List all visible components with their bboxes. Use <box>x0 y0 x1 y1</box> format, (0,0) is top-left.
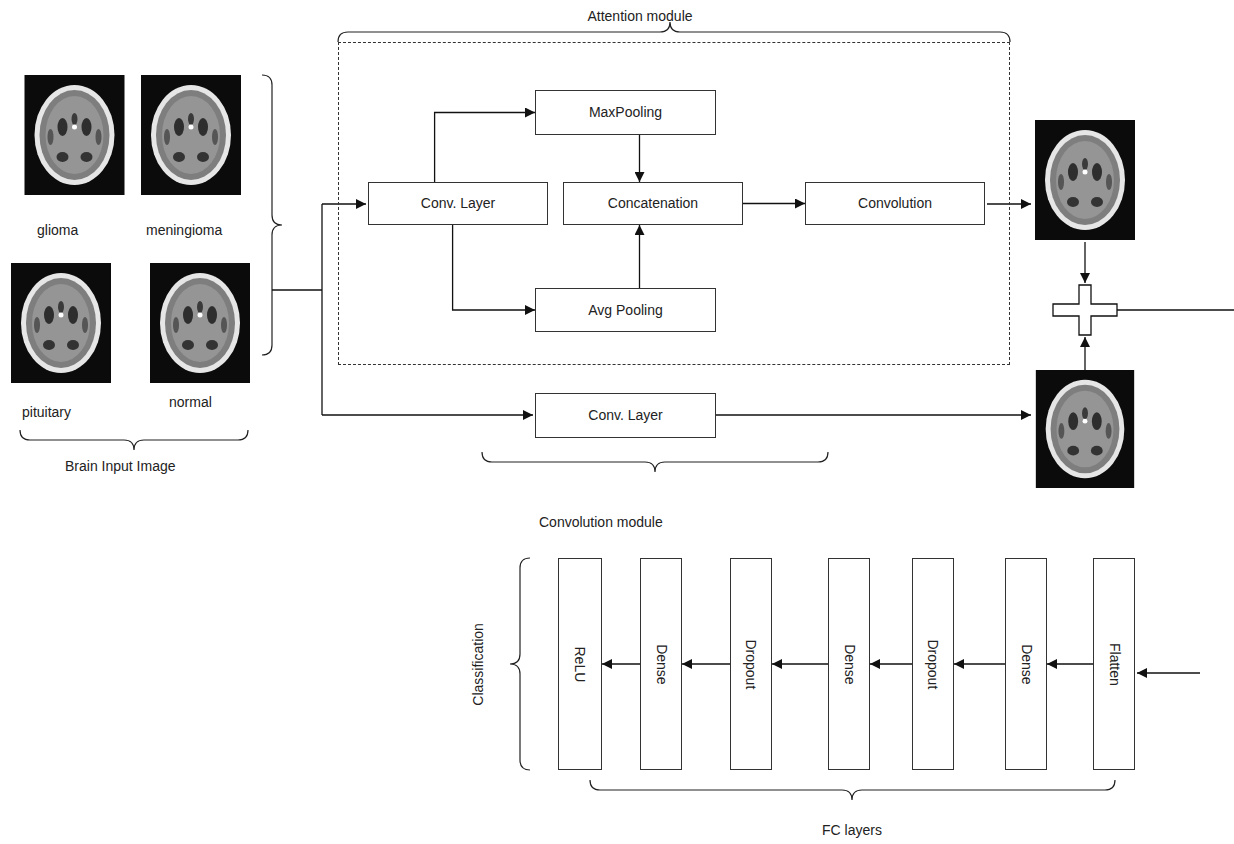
merge-arrow <box>1084 337 1085 370</box>
process-box: Concatenation <box>563 182 743 225</box>
connector-arrow <box>682 663 730 664</box>
output-arrow <box>987 203 1031 204</box>
group-label: Convolution module <box>539 514 663 531</box>
group-label: FC layers <box>822 822 882 839</box>
process-box: MaxPooling <box>535 90 716 135</box>
node-text: Flatten <box>1106 643 1123 686</box>
layer-box: ReLU <box>558 558 602 770</box>
connector-arrow <box>954 663 1005 664</box>
connector-arrow <box>453 225 535 310</box>
input-line <box>321 204 322 415</box>
class-label: meningioma <box>146 222 222 239</box>
node-text: Concatenation <box>608 195 698 212</box>
connector-arrow <box>743 203 805 204</box>
class-label: normal <box>169 394 212 411</box>
input-arrow <box>322 414 533 415</box>
process-box: Conv. Layer <box>368 182 548 225</box>
brain-ct-image <box>1036 370 1134 488</box>
process-box: Avg Pooling <box>535 288 716 332</box>
layer-box: Dropout <box>912 558 954 770</box>
connector-arrow <box>772 663 828 664</box>
brace <box>262 75 282 355</box>
node-text: Dropout <box>925 639 942 689</box>
class-label: glioma <box>37 222 78 239</box>
connector-arrow <box>639 135 640 182</box>
node-text: Convolution <box>858 195 932 212</box>
output-arrow <box>716 414 1031 415</box>
module-title: Attention module <box>587 8 692 25</box>
connector-arrow <box>435 113 535 183</box>
node-text: Dense <box>1018 644 1035 684</box>
attention-module-box: Attention moduleConv. LayerMaxPoolingCon… <box>338 42 1010 365</box>
brain-ct-image <box>25 75 125 195</box>
node-text: Dense <box>841 644 858 684</box>
add-symbol <box>1053 285 1117 335</box>
node-text: Conv. Layer <box>421 195 495 212</box>
layer-box: Dense <box>828 558 870 770</box>
node-text: ReLU <box>572 646 589 682</box>
node-text: Conv. Layer <box>588 407 662 424</box>
group-label: Classification <box>470 623 487 705</box>
brain-ct-image <box>150 263 250 383</box>
brain-ct-image <box>1035 120 1135 240</box>
flatten-input-arrow <box>1137 672 1200 673</box>
input-line <box>272 289 322 290</box>
brace <box>20 430 248 450</box>
brace <box>590 780 1115 800</box>
process-box: Conv. Layer <box>535 393 716 438</box>
class-label: pituitary <box>22 404 71 421</box>
node-text: Dense <box>653 644 670 684</box>
layer-box: Dense <box>640 558 682 770</box>
brace <box>338 22 1010 42</box>
brace <box>510 558 530 770</box>
connector-arrow <box>870 663 912 664</box>
merge-line <box>1117 309 1234 310</box>
connector-arrow <box>602 663 640 664</box>
layer-box: Dense <box>1005 558 1047 770</box>
input-arrow <box>322 203 366 204</box>
brace <box>482 452 828 472</box>
group-label: Brain Input Image <box>65 458 176 475</box>
layer-box: Flatten <box>1093 558 1135 770</box>
brain-ct-image <box>141 75 241 195</box>
node-text: Avg Pooling <box>588 302 662 319</box>
node-text: Dropout <box>743 639 760 689</box>
process-box: Convolution <box>805 182 985 225</box>
brain-ct-image <box>11 263 111 383</box>
connector-arrow <box>639 225 640 288</box>
merge-arrow <box>1084 242 1085 283</box>
layer-box: Dropout <box>730 558 772 770</box>
node-text: MaxPooling <box>589 104 662 121</box>
connector-arrow <box>1047 663 1093 664</box>
